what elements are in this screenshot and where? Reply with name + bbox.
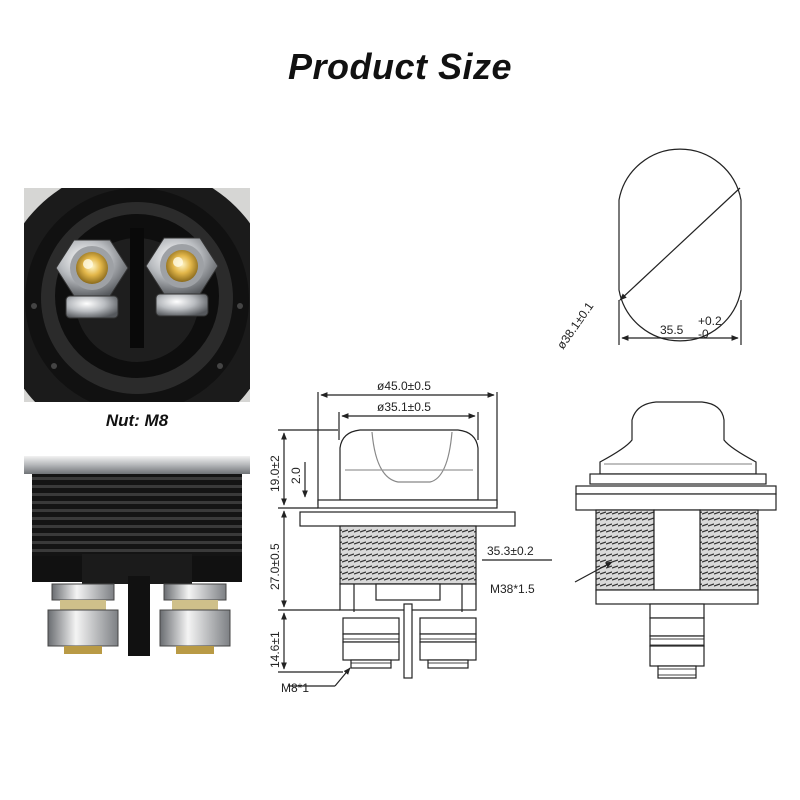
terminal-height-label: 14.6±1 <box>268 631 282 668</box>
mounting-panel <box>299 511 516 527</box>
terminal-thread-label: M8*1 <box>281 681 309 695</box>
page-title: Product Size <box>287 46 513 87</box>
body-width-label: 35.3±0.2 <box>487 544 534 558</box>
front-mounting-panel <box>575 493 777 511</box>
flat-width-tol-upper: +0.2 <box>698 314 722 328</box>
switch-side-photo <box>24 456 250 670</box>
front-cap-outline <box>599 401 757 475</box>
flat-width-label: 35.5 <box>660 323 684 337</box>
diameter-leader <box>619 187 741 301</box>
cap-outline <box>339 429 479 501</box>
body-height-label: 27.0±0.5 <box>268 543 282 590</box>
mounting-hole-outline <box>618 148 742 342</box>
front-view <box>574 401 777 679</box>
left-thread <box>595 509 655 591</box>
nut-size-caption: Nut: M8 <box>105 411 169 430</box>
flat-width-tol-lower: -0 <box>698 327 709 341</box>
flange-thickness-label: 2.0 <box>289 467 303 484</box>
right-thread <box>699 509 759 591</box>
terminal-closeup-photo <box>24 188 250 402</box>
threaded-body <box>339 525 477 585</box>
outer-diameter-label: ø45.0±0.5 <box>377 379 431 393</box>
cap-diameter-label: ø35.1±0.5 <box>377 400 431 414</box>
cap-lever-recess <box>371 431 453 483</box>
thread-spec-label: M38*1.5 <box>490 582 535 596</box>
bezel-ring <box>317 499 498 509</box>
hole-diameter-label: ø38.1±0.1 <box>554 299 597 351</box>
cap-height-label: 19.0±2 <box>268 455 282 492</box>
top-view <box>618 148 742 345</box>
side-view <box>278 392 552 687</box>
